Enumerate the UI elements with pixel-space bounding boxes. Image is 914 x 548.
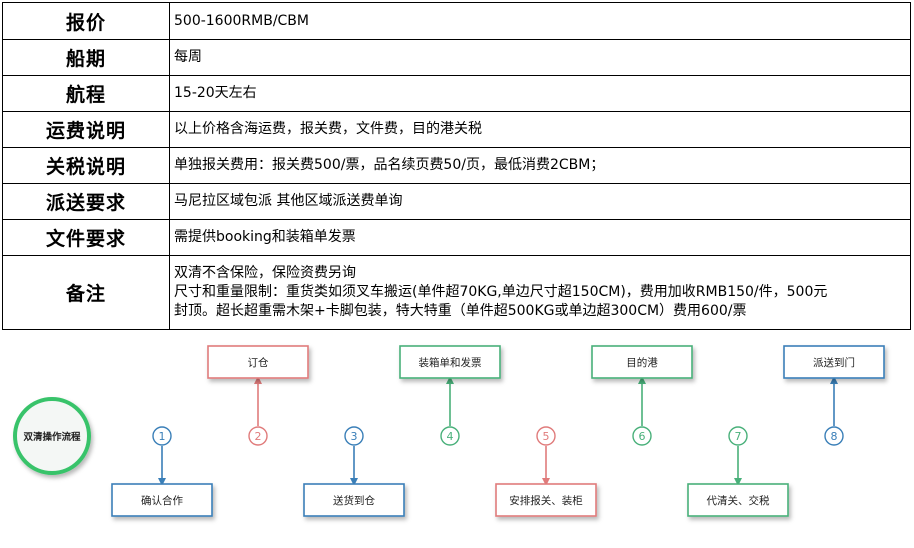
step-node-circle — [632, 426, 652, 446]
row-value: 以上价格含海运费，报关费，文件费，目的港关税 — [169, 111, 911, 148]
table-row: 运费说明以上价格含海运费，报关费，文件费，目的港关税 — [2, 111, 911, 148]
step-label: 送货到仓 — [333, 494, 375, 507]
row-label: 报价 — [2, 2, 170, 40]
row-value: 双清不含保险，保险资费另询尺寸和重量限制：重货类如须叉车搬运(单件超70KG,单… — [169, 255, 911, 330]
row-label: 船期 — [2, 39, 170, 76]
table-row: 文件要求需提供booking和装箱单发票 — [2, 219, 911, 256]
row-value-line: 封顶。超长超重需木架+卡脚包装，特大特重（单件超500KG或单边超300CM）费… — [174, 303, 747, 319]
row-value-line: 尺寸和重量限制：重货类如须叉车搬运(单件超70KG,单边尺寸超150CM)，费用… — [174, 284, 828, 300]
step-number: 8 — [831, 430, 838, 443]
step-box — [495, 483, 597, 517]
row-value: 单独报关费用：报关费500/票，品名续页费50/页，最低消费2CBM； — [169, 147, 911, 184]
row-label: 文件要求 — [2, 219, 170, 256]
step-label: 派送到门 — [813, 356, 855, 369]
row-value-line: 马尼拉区域包派 其他区域派送费单询 — [174, 193, 403, 209]
row-label: 运费说明 — [2, 111, 170, 148]
step-node-circle — [728, 426, 748, 446]
step-number: 2 — [255, 430, 262, 443]
step-node-circle — [248, 426, 268, 446]
row-label: 关税说明 — [2, 147, 170, 184]
row-value-line: 单独报关费用：报关费500/票，品名续页费50/页，最低消费2CBM； — [174, 157, 605, 173]
step-box — [111, 483, 213, 517]
start-label: 双清操作流程 — [22, 431, 81, 443]
table-row: 派送要求马尼拉区域包派 其他区域派送费单询 — [2, 183, 911, 220]
step-label: 代清关、交税 — [707, 494, 770, 507]
row-value-line: 每周 — [174, 49, 202, 65]
step-box — [303, 483, 405, 517]
step-box — [207, 345, 309, 379]
step-node-circle — [344, 426, 364, 446]
row-value-line: 以上价格含海运费，报关费，文件费，目的港关税 — [174, 121, 482, 137]
table-row: 关税说明单独报关费用：报关费500/票，品名续页费50/页，最低消费2CBM； — [2, 147, 911, 184]
row-value: 每周 — [169, 39, 911, 76]
row-label: 航程 — [2, 75, 170, 112]
step-number: 5 — [543, 430, 550, 443]
row-value: 马尼拉区域包派 其他区域派送费单询 — [169, 183, 911, 220]
step-number: 7 — [735, 430, 742, 443]
step-number: 3 — [351, 430, 358, 443]
row-value: 15-20天左右 — [169, 75, 911, 112]
step-node-circle — [440, 426, 460, 446]
row-label: 派送要求 — [2, 183, 170, 220]
step-label: 目的港 — [626, 356, 658, 369]
step-number: 6 — [639, 430, 646, 443]
step-node-circle — [824, 426, 844, 446]
step-box — [687, 483, 789, 517]
row-value-line: 500-1600RMB/CBM — [174, 12, 309, 29]
row-value: 500-1600RMB/CBM — [169, 2, 911, 40]
step-number: 1 — [159, 430, 166, 443]
row-value-line: 15-20天左右 — [174, 85, 257, 101]
step-label: 订仓 — [248, 356, 269, 369]
step-box — [399, 345, 501, 379]
table-row: 备注双清不含保险，保险资费另询尺寸和重量限制：重货类如须叉车搬运(单件超70KG… — [2, 255, 911, 330]
step-label: 确认合作 — [141, 494, 183, 507]
row-value: 需提供booking和装箱单发票 — [169, 219, 911, 256]
step-label: 安排报关、装柜 — [509, 494, 583, 507]
step-node-circle — [152, 426, 172, 446]
step-label: 装箱单和发票 — [419, 356, 482, 369]
row-value-line: 双清不含保险，保险资费另询 — [174, 265, 356, 281]
step-node-circle — [536, 426, 556, 446]
start-circle — [13, 397, 91, 475]
step-box — [591, 345, 693, 379]
step-box — [783, 345, 885, 379]
row-label: 备注 — [2, 255, 170, 330]
step-number: 4 — [447, 430, 454, 443]
row-value-line: 需提供booking和装箱单发票 — [174, 229, 356, 245]
table-row: 船期每周 — [2, 39, 911, 76]
